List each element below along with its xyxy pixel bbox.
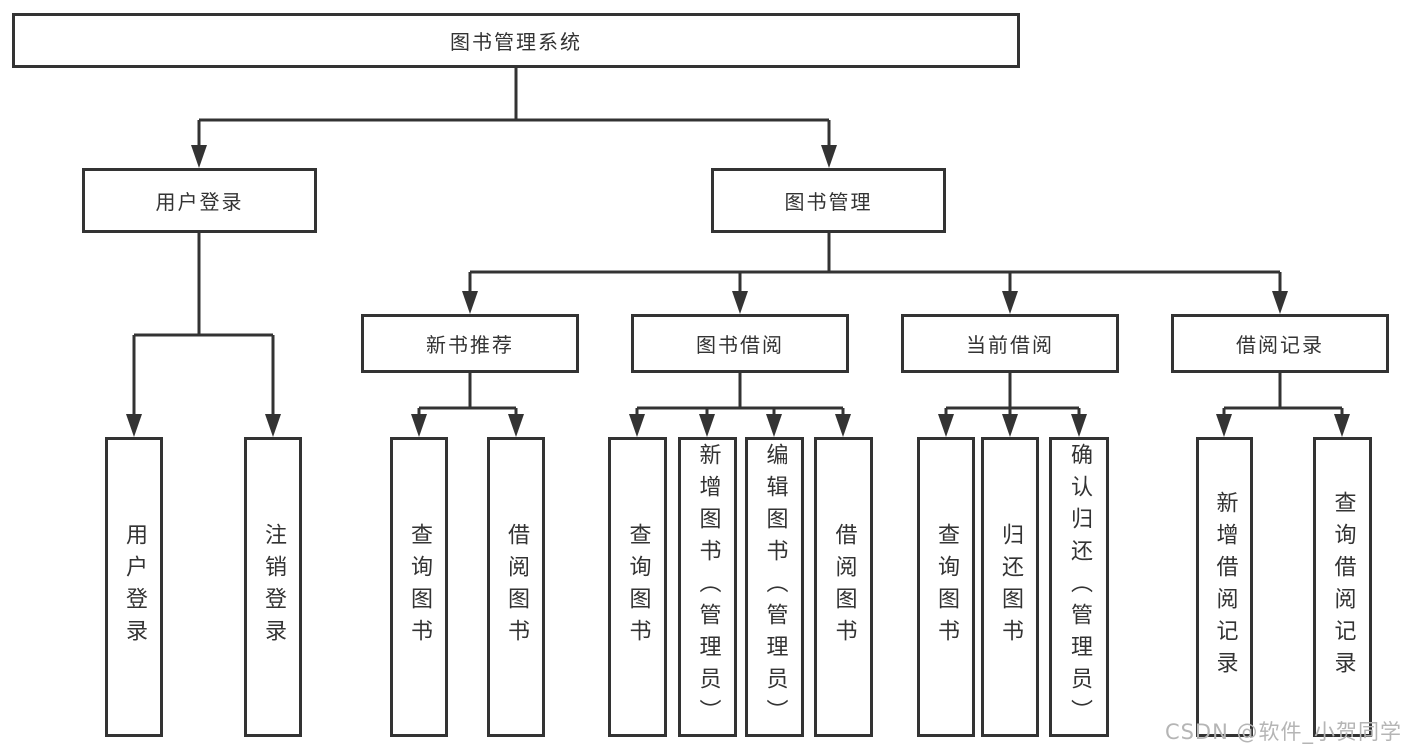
leaf-borrow-books-1: 借阅图书 [487, 437, 545, 737]
leaf-confirm-return-admin: 确认归还（管理员） [1049, 437, 1109, 737]
node-root: 图书管理系统 [12, 13, 1020, 68]
node-book-borrow: 图书借阅 [631, 314, 849, 373]
leaf-logout: 注销登录 [244, 437, 302, 737]
leaf-query-books-1: 查询图书 [390, 437, 448, 737]
leaf-add-borrow-record: 新增借阅记录 [1196, 437, 1253, 737]
leaf-borrow-books-2: 借阅图书 [814, 437, 873, 737]
leaf-query-borrow-record: 查询借阅记录 [1313, 437, 1372, 737]
node-user-login: 用户登录 [82, 168, 317, 233]
arrowheads [126, 145, 1350, 437]
node-borrow-records: 借阅记录 [1171, 314, 1389, 373]
leaf-query-books-3: 查询图书 [917, 437, 975, 737]
leaf-query-books-2: 查询图书 [608, 437, 667, 737]
node-current-borrow: 当前借阅 [901, 314, 1119, 373]
leaf-return-books: 归还图书 [981, 437, 1039, 737]
node-book-management: 图书管理 [711, 168, 946, 233]
watermark: CSDN @软件_小贺同学 [1164, 720, 1402, 744]
node-new-book-recommend: 新书推荐 [361, 314, 579, 373]
leaf-user-login: 用户登录 [105, 437, 163, 737]
leaf-edit-books-admin: 编辑图书（管理员） [745, 437, 804, 737]
leaf-add-books-admin: 新增图书（管理员） [678, 437, 737, 737]
